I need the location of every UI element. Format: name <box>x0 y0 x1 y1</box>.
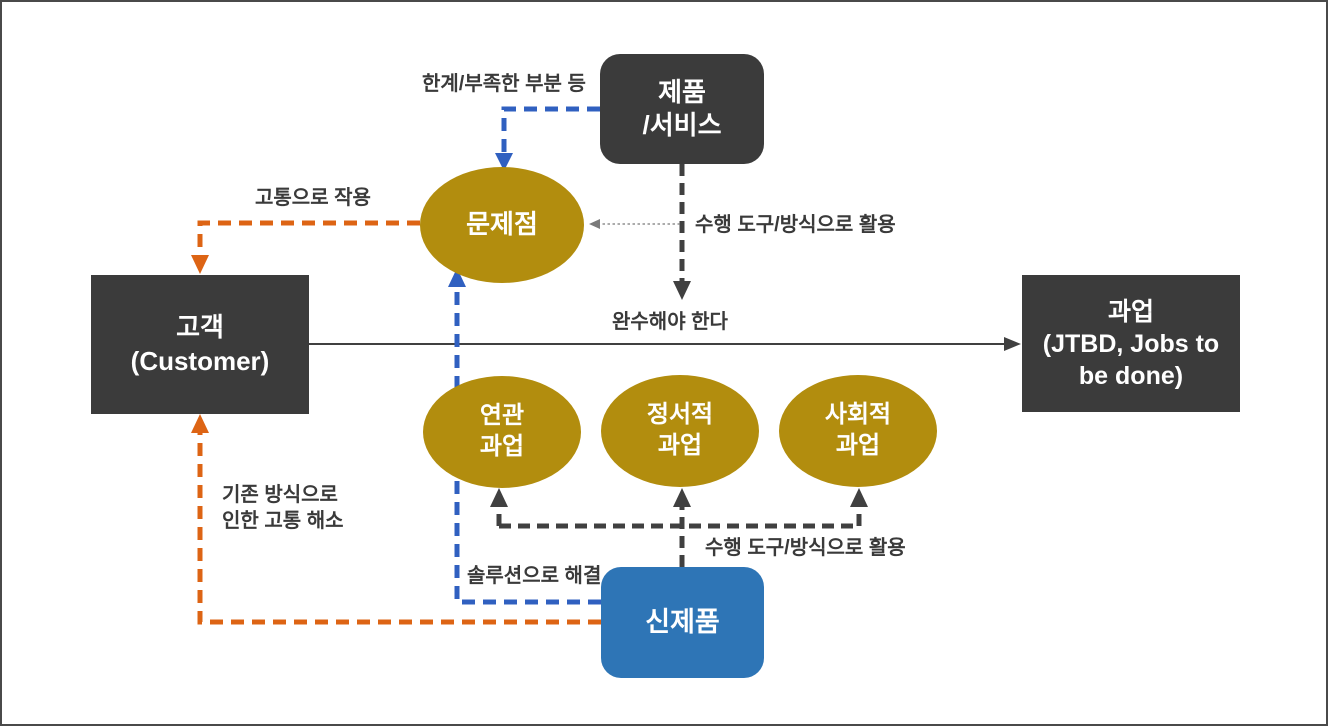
arrowhead-down-icon <box>191 255 209 274</box>
arrowhead-up-icon <box>490 488 508 507</box>
related-job-ellipse: 연관 과업 <box>423 376 581 488</box>
arrowhead-down-icon <box>495 153 513 171</box>
customer-node: 고객 (Customer) <box>91 275 309 414</box>
job-label: 과업 (JTBD, Jobs to be done) <box>1042 297 1220 390</box>
edge-pain-relief <box>191 414 601 625</box>
product-service-node: 제품 /서비스 <box>600 54 764 164</box>
edge-acts-as-pain <box>191 220 420 274</box>
emotional-job-label: 정서적 과업 <box>646 401 714 459</box>
problem-ellipse: 문제점 <box>420 167 584 283</box>
arrowhead-up-icon <box>673 488 691 507</box>
problem-label: 문제점 <box>466 209 538 240</box>
edge-label-acts-as-pain: 고통으로 작용 <box>255 187 371 209</box>
edge-limitations <box>495 106 600 171</box>
edge-solution <box>448 268 601 605</box>
arrowhead-up-icon <box>448 268 466 287</box>
edge-label-pain-relief: 기존 방식으로 인한 고통 해소 <box>222 484 344 532</box>
emotional-job-ellipse: 정서적 과업 <box>601 375 759 487</box>
customer-label: 고객 (Customer) <box>130 312 270 376</box>
arrowhead-up-icon <box>191 414 209 433</box>
arrowhead-right-icon <box>1004 337 1021 351</box>
social-job-label: 사회적 과업 <box>824 401 892 459</box>
product-service-label: 제품 /서비스 <box>642 76 722 140</box>
edge-label-tool-usage-top: 수행 도구/방식으로 활용 <box>695 214 896 236</box>
edge-label-solution: 솔루션으로 해결 <box>467 565 602 587</box>
arrowhead-up-icon <box>850 488 868 507</box>
arrowhead-down-icon <box>673 281 691 300</box>
arrowhead-left-icon <box>589 219 600 229</box>
edge-problem-reference <box>589 219 680 229</box>
edge-must-complete <box>309 337 1021 351</box>
edge-label-limitations: 한계/부족한 부분 등 <box>422 73 586 95</box>
edge-tool-usage-top <box>673 164 691 300</box>
job-node: 과업 (JTBD, Jobs to be done) <box>1022 275 1240 412</box>
edge-tool-usage-bottom <box>490 488 868 567</box>
social-job-ellipse: 사회적 과업 <box>779 375 937 487</box>
related-job-label: 연관 과업 <box>479 402 525 460</box>
edge-label-must-complete: 완수해야 한다 <box>612 311 728 333</box>
edge-label-tool-usage-bottom: 수행 도구/방식으로 활용 <box>705 537 906 559</box>
new-product-node: 신제품 <box>601 567 764 678</box>
new-product-label: 신제품 <box>645 607 720 638</box>
